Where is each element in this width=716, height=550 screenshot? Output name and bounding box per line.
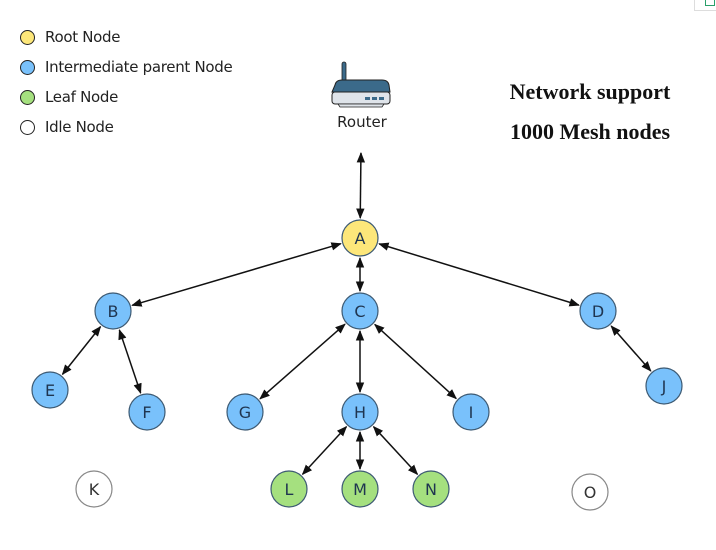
node-j: J xyxy=(645,367,683,405)
node-circle xyxy=(645,367,683,405)
diagram-title: Network support 1000 Mesh nodes xyxy=(500,72,680,152)
node-label: A xyxy=(355,229,366,248)
node-label: H xyxy=(354,403,366,422)
node-n: N xyxy=(412,470,450,508)
node-e: E xyxy=(31,371,69,409)
legend-item-root: Root Node xyxy=(20,22,232,52)
node-label: L xyxy=(285,480,294,499)
node-label: N xyxy=(425,480,437,499)
node-circle xyxy=(270,470,308,508)
node-label: I xyxy=(469,403,474,422)
root-node-swatch-icon xyxy=(20,29,35,45)
router-icon xyxy=(331,61,391,108)
node-label: B xyxy=(108,302,119,321)
node-circle xyxy=(31,371,69,409)
legend-label: Idle Node xyxy=(45,118,114,136)
node-c: C xyxy=(341,292,379,330)
corner-widget-icon[interactable] xyxy=(694,0,716,11)
node-circle xyxy=(341,470,379,508)
edge-b-e xyxy=(61,325,102,376)
edge-h-n xyxy=(372,425,419,476)
intermediate-node-swatch-icon xyxy=(20,59,35,75)
legend-label: Root Node xyxy=(45,28,121,46)
node-h: H xyxy=(341,393,379,431)
router-label: Router xyxy=(337,113,387,131)
legend-item-idle: Idle Node xyxy=(20,112,232,142)
node-label: F xyxy=(142,403,151,422)
node-k: K xyxy=(75,470,113,508)
node-label: G xyxy=(239,403,251,422)
legend: Root Node Intermediate parent Node Leaf … xyxy=(20,22,233,142)
node-circle xyxy=(452,393,490,431)
node-circle xyxy=(94,292,132,330)
node-circle xyxy=(341,219,379,257)
node-label: C xyxy=(354,302,365,321)
node-f: F xyxy=(128,393,166,431)
edge-router-a xyxy=(356,151,366,220)
edge-h-l xyxy=(301,425,348,476)
edge-d-j xyxy=(610,325,652,372)
node-a: A xyxy=(341,219,379,257)
title-line-2: 1000 Mesh nodes xyxy=(509,119,671,144)
node-label: E xyxy=(45,381,55,400)
node-circle xyxy=(341,393,379,431)
node-label: J xyxy=(661,377,667,396)
node-g: G xyxy=(226,393,264,431)
node-label: M xyxy=(353,480,367,499)
leaf-node-swatch-icon xyxy=(20,89,35,105)
node-circle xyxy=(571,473,609,511)
legend-item-leaf: Leaf Node xyxy=(20,82,232,112)
node-d: D xyxy=(579,292,617,330)
legend-item-intermediate: Intermediate parent Node xyxy=(20,52,233,82)
legend-label: Intermediate parent Node xyxy=(45,58,233,76)
node-label: D xyxy=(592,302,604,321)
node-circle xyxy=(226,393,264,431)
edge-a-d xyxy=(378,242,580,307)
legend-label: Leaf Node xyxy=(45,88,119,106)
node-circle xyxy=(75,470,113,508)
edge-b-f xyxy=(118,328,142,395)
node-m: M xyxy=(341,470,379,508)
node-label: O xyxy=(584,483,597,502)
edge-c-i xyxy=(374,323,457,400)
node-circle xyxy=(128,393,166,431)
node-circle xyxy=(579,292,617,330)
node-b: B xyxy=(94,292,132,330)
edge-a-b xyxy=(131,242,342,307)
edge-c-g xyxy=(259,323,346,400)
title-line-1: Network support xyxy=(509,79,671,104)
node-label: K xyxy=(89,480,100,499)
node-circle xyxy=(341,292,379,330)
node-o: O xyxy=(571,473,609,511)
node-l: L xyxy=(270,470,308,508)
node-circle xyxy=(412,470,450,508)
node-i: I xyxy=(452,393,490,431)
idle-node-swatch-icon xyxy=(20,119,35,135)
